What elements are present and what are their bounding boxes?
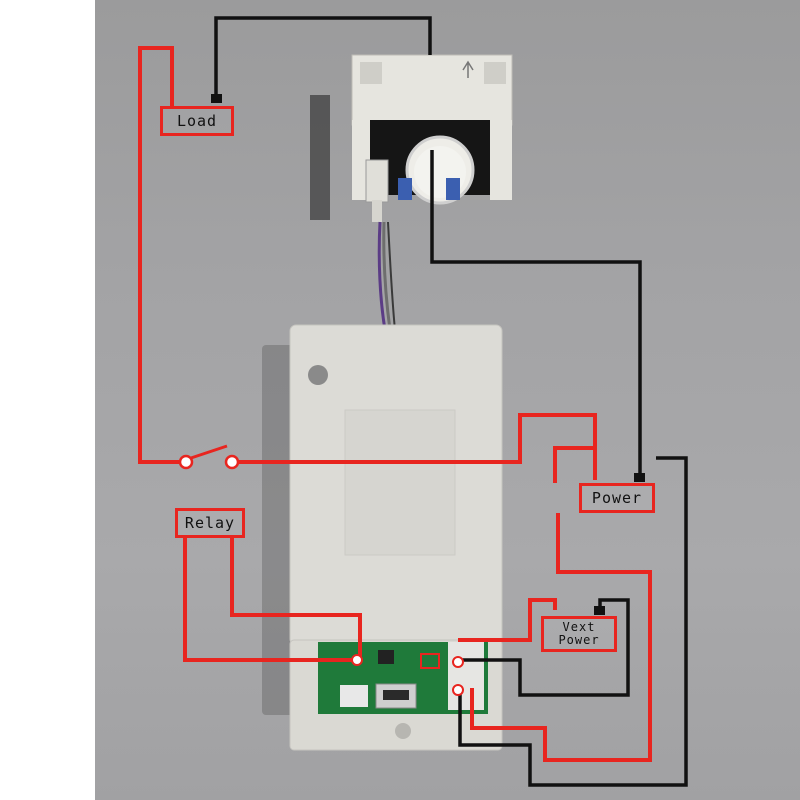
vext-power-text: Power (558, 633, 600, 647)
power-label: Power (579, 483, 655, 513)
red-wires (138, 46, 652, 762)
screw-terminal-icon (351, 653, 464, 696)
vext-power-label: Vext Power (541, 616, 617, 652)
black-wires (211, 16, 688, 787)
relay-switch-icon (178, 444, 240, 470)
load-label: Load (160, 106, 234, 136)
relay-label: Relay (175, 508, 245, 538)
power-text: Power (591, 489, 643, 507)
controller-enclosure (262, 324, 503, 751)
current-sensor-icon (310, 54, 513, 222)
sensor-cable (377, 221, 396, 331)
load-text: Load (176, 112, 218, 130)
relay-text: Relay (184, 514, 236, 532)
vext-text: Vext (562, 620, 596, 634)
